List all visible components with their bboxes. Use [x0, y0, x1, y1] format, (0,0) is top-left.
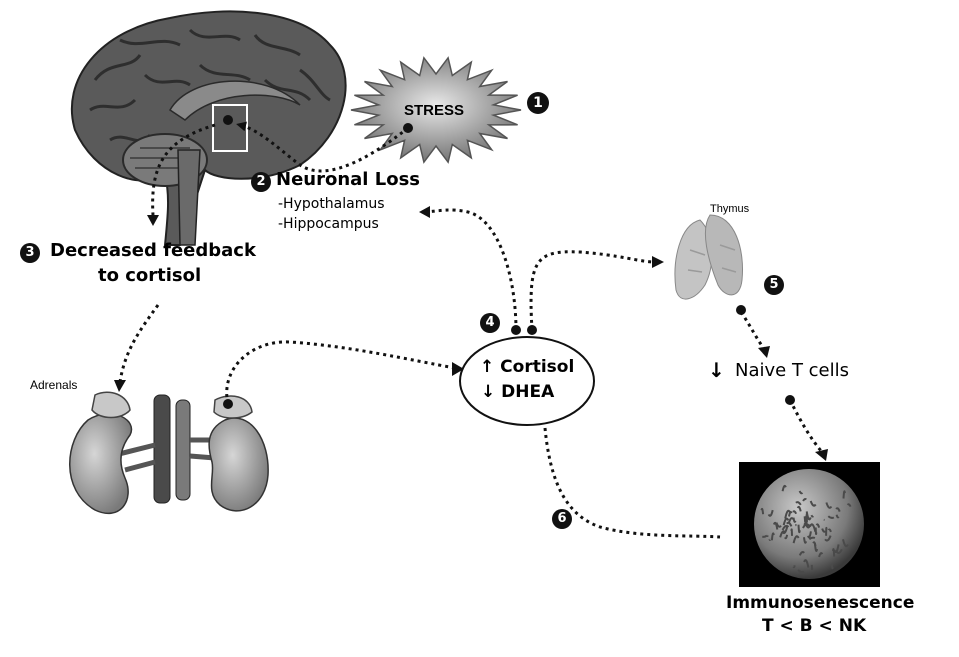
cell-surface-fold — [824, 535, 832, 542]
neuronal-loss-item-hippocampus: -Hippocampus — [278, 216, 379, 232]
cell-surface-fold — [803, 537, 808, 544]
cell-surface-fold — [802, 498, 807, 502]
cell-surface-fold — [825, 502, 833, 509]
cell-surface-fold — [796, 505, 802, 512]
step-2-badge: 2 — [251, 172, 271, 192]
step-3-badge: 3 — [20, 243, 40, 263]
cell-surface-fold — [795, 501, 802, 506]
neuronal-loss-item-hypothalamus: -Hypothalamus — [278, 196, 385, 212]
arrow-hormones-to-cell — [543, 427, 721, 539]
naive-t-cells-label: Naive T cells — [735, 360, 850, 381]
cell-surface-fold — [798, 551, 805, 556]
pathway-arrows — [118, 121, 824, 539]
cell-surface-fold — [827, 515, 835, 519]
feedback-line-2: to cortisol — [98, 265, 202, 286]
cell-surface-fold — [835, 514, 840, 519]
arrow-hormones-to-thymus — [529, 250, 656, 331]
cell-surface-fold — [761, 534, 768, 538]
arrow-feedback-to-adrenals — [118, 304, 160, 383]
cell-surface-fold — [842, 539, 849, 548]
cell-surface-fold — [797, 569, 805, 574]
cell-surface-fold — [815, 523, 821, 528]
cell-surface-fold — [808, 536, 816, 540]
cell-surface-fold — [821, 528, 827, 533]
cell-surface-fold — [818, 552, 824, 558]
cell-surface-fold — [792, 517, 797, 523]
cortisol-dhea-ellipse — [459, 336, 595, 426]
cell-surface-fold — [846, 503, 852, 508]
cell-surface-fold — [809, 500, 817, 507]
feedback-line-1: Decreased feedback — [50, 240, 256, 261]
lymphocyte-illustration — [739, 462, 880, 587]
dhea-label: ↓ DHEA — [481, 382, 555, 402]
cell-surface-fold — [827, 528, 832, 533]
naive-down-arrow-icon: ↓ — [708, 358, 725, 382]
step-1-badge: 1 — [527, 92, 549, 114]
cell-surface-fold — [781, 526, 789, 535]
cell-surface-fold — [805, 511, 812, 521]
cell-surface-fold — [814, 527, 818, 536]
cell-surface-fold — [842, 490, 846, 499]
cell-surface-fold — [792, 535, 800, 544]
cell-surface-fold — [803, 513, 808, 520]
step-6-badge: 6 — [552, 509, 572, 529]
cell-surface-fold — [781, 484, 787, 492]
cell-surface-fold — [781, 524, 790, 531]
adrenals-label: Adrenals — [30, 378, 78, 392]
cell-surface-fold — [792, 565, 796, 569]
arrowheads — [114, 206, 828, 461]
cell-surface-fold — [798, 490, 804, 495]
cell-surface-fold — [835, 507, 841, 512]
arrow-thymus-to-naive — [739, 311, 767, 351]
cortisol-label: ↑ Cortisol — [480, 357, 575, 377]
cell-surface-fold — [784, 534, 789, 540]
neuronal-loss-title: Neuronal Loss — [276, 169, 420, 190]
cell-surface-fold — [797, 524, 801, 534]
cell-surface-fold — [784, 509, 792, 519]
stress-label: STRESS — [404, 102, 464, 119]
arrow-brain-to-feedback — [151, 123, 216, 216]
step-5-badge: 5 — [764, 275, 784, 295]
arrow-hormones-to-neuronal — [424, 208, 518, 331]
cell-surface-fold — [836, 548, 843, 555]
step-4-badge: 4 — [480, 313, 500, 333]
arrow-adrenals-to-hormones — [225, 340, 456, 405]
cell-surface-fold — [807, 531, 812, 539]
immunosenescence-order: T < B < NK — [762, 616, 867, 636]
cell-surface-fold — [805, 524, 812, 528]
thymus-illustration — [674, 214, 744, 300]
cell-surface-fold — [760, 507, 765, 515]
immunosenescence-title: Immunosenescence — [726, 593, 915, 613]
cell-surface-fold — [802, 523, 810, 529]
brain-illustration — [70, 10, 347, 246]
cell-surface-fold — [792, 510, 798, 515]
cell-surface-fold — [810, 514, 815, 518]
cell-surface-fold — [767, 509, 774, 517]
thymus-label: Thymus — [710, 203, 750, 215]
arrow-naive-to-cell — [788, 399, 824, 453]
stress-burst: STRESS — [350, 56, 522, 164]
cell-surface-fold — [786, 521, 793, 527]
cell-surface-fold — [772, 521, 779, 530]
arrow-stress-to-brain — [236, 121, 409, 173]
cell-surface-fold — [813, 543, 819, 552]
adrenals-kidneys-illustration — [69, 391, 269, 515]
cell-surface-fold — [803, 559, 810, 568]
cell-surface-fold — [790, 528, 793, 536]
cell-surface-fold — [770, 532, 775, 541]
cell-surface-fold — [832, 548, 836, 557]
cell-surface-fold — [830, 563, 834, 570]
cell-surface-fold — [782, 517, 790, 526]
